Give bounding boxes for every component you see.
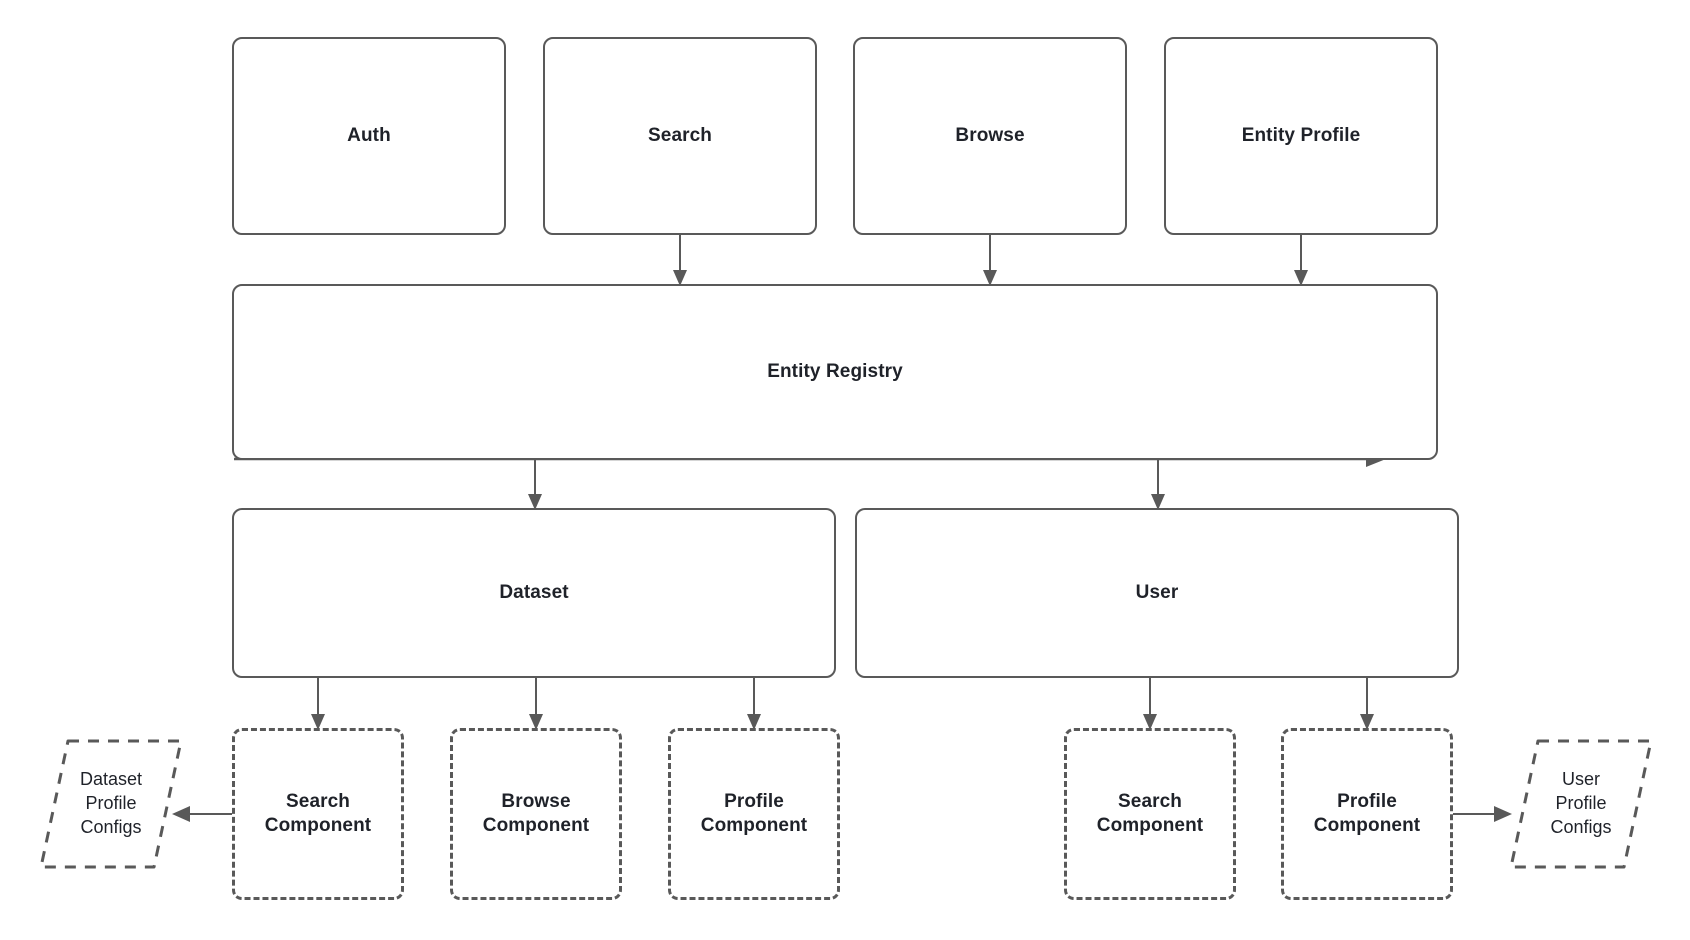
node-dataset-browse-component-label: Browse Component — [482, 790, 590, 836]
edge-dataset-to-browse — [529, 678, 543, 730]
node-dataset-label: Dataset — [499, 581, 569, 603]
node-dataset-browse-component[interactable]: Browse Component — [450, 728, 622, 900]
node-entity-profile-label: Entity Profile — [1241, 124, 1361, 146]
node-dataset[interactable]: Dataset — [232, 508, 836, 678]
edge-dataset-to-search — [311, 678, 325, 730]
node-search[interactable]: Search — [543, 37, 817, 235]
node-search-label: Search — [648, 124, 712, 146]
node-entity-registry[interactable]: Entity Registry — [232, 284, 1438, 460]
edge-user-to-profile — [1360, 678, 1374, 730]
node-user-label: User — [1135, 581, 1179, 603]
node-user-profile-configs[interactable]: User Profile Configs — [1508, 738, 1654, 870]
edge-entityprofile-to-registry — [1294, 235, 1308, 286]
edge-browse-to-registry — [983, 235, 997, 286]
edge-user-to-search — [1143, 678, 1157, 730]
dataset-profile-configs-shape — [39, 739, 183, 869]
node-dataset-profile-component[interactable]: Profile Component — [668, 728, 840, 900]
node-user-profile-component-label: Profile Component — [1313, 790, 1421, 836]
node-dataset-profile-component-label: Profile Component — [700, 790, 808, 836]
user-profile-configs-shape — [1509, 739, 1653, 869]
node-dataset-search-component-label: Search Component — [264, 790, 372, 836]
edge-dataset-to-profile — [747, 678, 761, 730]
edge-userprofile-to-userconfigs — [1453, 806, 1512, 822]
node-browse[interactable]: Browse — [853, 37, 1127, 235]
node-dataset-profile-configs[interactable]: Dataset Profile Configs — [38, 738, 184, 870]
node-entity-registry-label: Entity Registry — [767, 360, 903, 382]
edge-registry-to-user — [1151, 460, 1165, 510]
node-auth-label: Auth — [347, 124, 391, 146]
node-user-search-component-label: Search Component — [1096, 790, 1204, 836]
node-user[interactable]: User — [855, 508, 1459, 678]
node-user-profile-component[interactable]: Profile Component — [1281, 728, 1453, 900]
node-user-search-component[interactable]: Search Component — [1064, 728, 1236, 900]
edge-search-to-registry — [673, 235, 687, 286]
node-dataset-search-component[interactable]: Search Component — [232, 728, 404, 900]
node-auth[interactable]: Auth — [232, 37, 506, 235]
node-browse-label: Browse — [955, 124, 1025, 146]
node-entity-profile[interactable]: Entity Profile — [1164, 37, 1438, 235]
edge-registry-to-dataset — [528, 460, 542, 510]
